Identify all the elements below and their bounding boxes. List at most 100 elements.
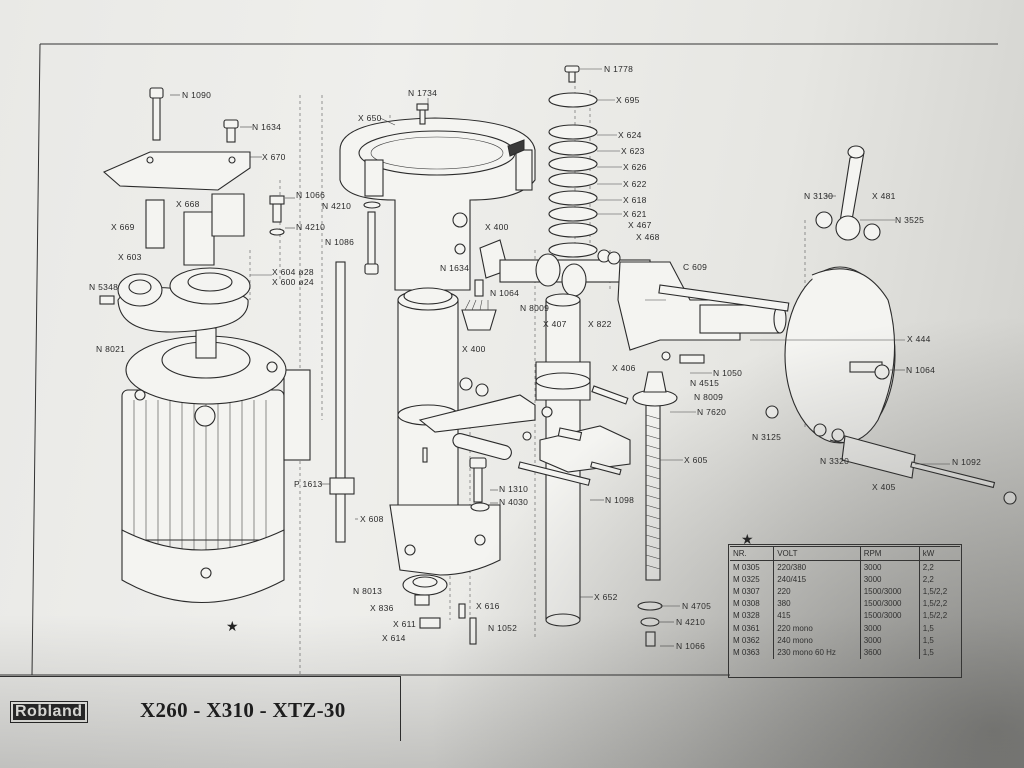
spec-cell: 1,5/2,2 [918,585,960,598]
part-label: N 1066 [296,190,325,200]
part-label: X 407 [543,319,567,329]
spec-col-volt: VOLT [773,546,861,561]
spec-cell: 3000 [859,634,920,647]
spec-cell: 1,5/2,2 [918,597,960,610]
part-label: X 611 [393,619,416,629]
part-label: X 836 [370,603,394,613]
part-label: N 4705 [682,601,711,611]
part-label: N 1634 [440,263,469,273]
spec-cell: 220 [773,585,861,598]
part-label: N 5348 [89,282,118,292]
part-label: X 650 [358,113,382,123]
quill-column [389,287,501,645]
spec-cell: 1500/3000 [859,609,920,622]
pulley-assembly [99,267,251,333]
spec-cell: 220 mono [773,621,861,635]
spec-cell: M 0363 [733,647,760,657]
part-label: X 604 ø28 [272,267,314,277]
part-label: N 8013 [353,586,382,596]
spec-cell: M 0308 [733,599,760,609]
spec-cell: M 0325 [733,574,760,584]
part-label: X 614 [382,633,406,643]
spec-cell: 3000 [859,560,920,574]
spec-cell: 1,5/2,2 [918,609,960,622]
part-label: N 3525 [895,215,924,225]
part-label: P 1613 [294,479,323,489]
handwheel [765,266,1017,505]
motor-bracket [102,87,285,266]
part-label: N 1634 [252,122,281,132]
part-label: X 623 [621,146,645,156]
part-label: X 652 [594,592,618,602]
part-label: N 8021 [96,344,125,354]
part-label: X 605 [684,455,708,465]
part-label: X 406 [612,363,636,373]
spec-cell: M 0328 [733,611,760,621]
spec-cell: 2,2 [918,573,960,586]
part-label: X 444 [907,334,931,344]
depth-rod [329,261,355,543]
spec-cell: M 0307 [733,586,760,596]
spec-cell: M 0362 [733,635,760,645]
part-label: N 1052 [488,623,517,633]
spec-cell: 1,5 [918,634,960,647]
part-label: N 1086 [325,237,354,247]
part-label: X 600 ø24 [272,277,314,287]
part-label: N 1310 [499,484,528,494]
spec-cell: M 0305 [733,562,760,572]
spec-cell: 415 [773,609,861,622]
part-label: N 1734 [408,88,437,98]
part-label: N 1778 [604,64,633,74]
part-label: N 7620 [697,407,726,417]
spec-cell: 220/380 [773,560,861,574]
part-label: X 624 [618,130,642,140]
part-label: N 1050 [713,368,742,378]
part-label: N 4210 [296,222,325,232]
part-label: N 1092 [952,457,981,467]
spec-cell: M 0361 [733,623,760,633]
spec-cell: 3000 [859,621,920,635]
part-label: X 618 [623,195,647,205]
part-label: X 668 [176,199,200,209]
part-label: X 400 [462,344,486,354]
part-label: N 8009 [694,392,723,402]
part-label: N 3130 [804,191,833,201]
spec-cell: 1,5 [918,646,960,659]
part-label: X 669 [111,222,135,232]
spec-cell: 2,2 [918,560,960,574]
part-label: N 4515 [690,378,719,388]
part-label: N 4210 [322,201,351,211]
spec-header-row: NR. VOLT RPM kW [730,546,960,561]
spec-cell: 380 [773,597,861,610]
spec-col-kw: kW [918,546,960,561]
part-label: X 822 [588,319,612,329]
part-label: N 4030 [499,497,528,507]
part-label: X 603 [118,252,142,262]
part-label: X 608 [360,514,384,524]
spec-cell: 240/415 [773,573,861,586]
part-label: N 8009 [520,303,549,313]
part-label: X 467 [628,220,652,230]
star-mark: ★ [226,618,239,634]
part-label: X 621 [623,209,647,219]
part-label: N 1098 [605,495,634,505]
spec-cell: 3000 [859,573,920,586]
model-title: X260 - X310 - XTZ-30 [140,698,346,722]
part-label: N 3125 [752,432,781,442]
spec-cell: 1500/3000 [859,597,920,610]
part-label: X 626 [623,162,647,172]
brand-logo: Robland [10,701,88,723]
spec-cell: 240 mono [773,634,861,647]
part-label: X 405 [872,482,896,492]
spec-cell: 230 mono 60 Hz [773,646,861,659]
part-label: C 609 [683,262,707,272]
part-label: X 616 [476,601,500,611]
